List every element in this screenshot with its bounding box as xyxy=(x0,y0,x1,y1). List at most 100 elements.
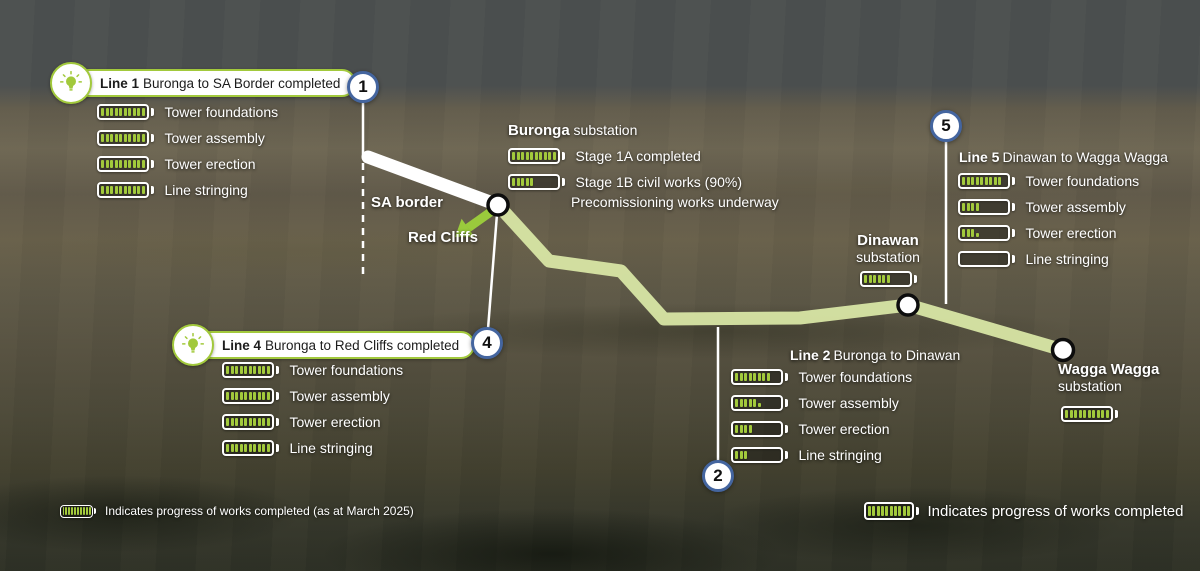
legend-left-text: Indicates progress of works completed (a… xyxy=(105,504,414,518)
progress-row: Tower foundations xyxy=(97,104,278,120)
buronga-type: substation xyxy=(569,122,638,138)
progress-label: Tower erection xyxy=(289,414,381,430)
legend-right-text: Indicates progress of works completed xyxy=(927,502,1184,520)
progress-label: Tower assembly xyxy=(289,388,390,404)
map-marker-1: 1 xyxy=(347,71,379,103)
dinawan-progress xyxy=(860,270,917,288)
buronga-name: Buronga xyxy=(508,122,570,139)
map-marker-5: 5 xyxy=(930,110,962,142)
progress-label: Stage 1A completed xyxy=(575,148,701,164)
progress-row: Line stringing xyxy=(222,440,403,456)
callout-line4-subtitle: Buronga to Red Cliffs completed xyxy=(265,337,460,353)
progress-row: Tower foundations xyxy=(731,369,912,385)
progress-battery-icon xyxy=(508,148,565,164)
progress-battery-icon xyxy=(958,173,1015,189)
progress-label: Tower erection xyxy=(1025,225,1117,241)
progress-row: Tower erection xyxy=(222,414,403,430)
progress-row: Stage 1B civil works (90%) xyxy=(508,174,742,190)
progress-label: Tower foundations xyxy=(1025,173,1140,189)
progress-battery-icon xyxy=(958,199,1015,215)
progress-label: Line stringing xyxy=(1025,251,1109,267)
progress-row: Tower assembly xyxy=(222,388,403,404)
buronga-substation-label: Buronga substation xyxy=(508,122,637,140)
progress-battery-icon xyxy=(97,104,154,120)
progress-battery-icon xyxy=(731,395,788,411)
sa-border-label: SA border xyxy=(371,194,443,211)
progress-label: Tower erection xyxy=(164,156,256,172)
progress-row: Line stringing xyxy=(97,182,278,198)
map-marker-4: 4 xyxy=(471,327,503,359)
progress-row: Tower assembly xyxy=(97,130,278,146)
callout-line4-title: Line 4 xyxy=(222,337,262,353)
progress-label: Line stringing xyxy=(798,447,882,463)
progress-row: Tower erection xyxy=(97,156,278,172)
progress-battery-icon xyxy=(860,271,917,287)
callout-line4: Line 4 Buronga to Red Cliffs completed xyxy=(172,324,476,366)
progress-battery-icon xyxy=(508,174,565,190)
progress-label: Line stringing xyxy=(289,440,373,456)
line5-title-rest: Dinawan to Wagga Wagga xyxy=(1002,149,1168,165)
progress-battery-icon xyxy=(958,225,1015,241)
dinawan-name: Dinawan xyxy=(857,232,919,249)
lightbulb-icon xyxy=(172,324,214,366)
progress-row: Tower erection xyxy=(958,225,1139,241)
legend-battery-icon xyxy=(60,504,96,518)
progress-label: Tower erection xyxy=(798,421,890,437)
progress-battery-icon xyxy=(97,130,154,146)
buronga-note: Precomissioning works underway xyxy=(571,194,779,210)
progress-battery-icon xyxy=(60,504,96,518)
legend-left: Indicates progress of works completed (a… xyxy=(60,504,414,518)
route-line1-white xyxy=(361,150,505,212)
dinawan-node xyxy=(896,293,920,317)
progress-label: Tower assembly xyxy=(164,130,265,146)
progress-label: Tower foundations xyxy=(164,104,279,120)
wagga-type: substation xyxy=(1058,378,1122,394)
progress-battery-icon xyxy=(222,362,279,378)
callout-line4-pill: Line 4 Buronga to Red Cliffs completed xyxy=(194,331,476,359)
progress-label: Line stringing xyxy=(164,182,248,198)
progress-row: Tower foundations xyxy=(222,362,403,378)
progress-battery-icon xyxy=(958,251,1015,267)
red-cliffs-label: Red Cliffs xyxy=(408,229,479,246)
buronga-node xyxy=(486,193,510,217)
progress-row: Tower assembly xyxy=(731,395,912,411)
progress-row: Stage 1A completed xyxy=(508,148,742,164)
progress-label: Tower foundations xyxy=(798,369,913,385)
wagga-name: Wagga Wagga xyxy=(1058,361,1160,378)
progress-battery-icon xyxy=(864,502,919,520)
legend-right: Indicates progress of works completed xyxy=(864,502,1183,520)
progress-battery-icon xyxy=(97,182,154,198)
progress-row: Line stringing xyxy=(958,251,1139,267)
progress-battery-icon xyxy=(731,447,788,463)
progress-label: Tower foundations xyxy=(289,362,404,378)
dinawan-substation-label: Dinawan substation xyxy=(840,232,936,265)
callout-line1: Line 1 Buronga to SA Border completed xyxy=(50,62,357,104)
progress-label: Tower assembly xyxy=(798,395,899,411)
progress-row: Tower assembly xyxy=(958,199,1139,215)
progress-battery-icon xyxy=(731,369,788,385)
progress-label: Stage 1B civil works (90%) xyxy=(575,174,743,190)
legend-battery-icon xyxy=(864,502,919,520)
progress-row: Line stringing xyxy=(731,447,912,463)
line2-title-strong: Line 2 xyxy=(790,347,831,363)
progress-row: Tower foundations xyxy=(958,173,1139,189)
progress-battery-icon xyxy=(1061,406,1118,422)
line2-title-rest: Buronga to Dinawan xyxy=(833,347,961,363)
red-cliffs-arrowhead-icon xyxy=(455,218,475,237)
progress-battery-icon xyxy=(97,156,154,172)
map-marker-2: 2 xyxy=(702,460,734,492)
line5-title-strong: Line 5 xyxy=(959,149,1000,165)
progress-label: Tower assembly xyxy=(1025,199,1126,215)
wagga-progress xyxy=(1061,405,1118,423)
progress-battery-icon xyxy=(731,421,788,437)
lightbulb-icon xyxy=(50,62,92,104)
